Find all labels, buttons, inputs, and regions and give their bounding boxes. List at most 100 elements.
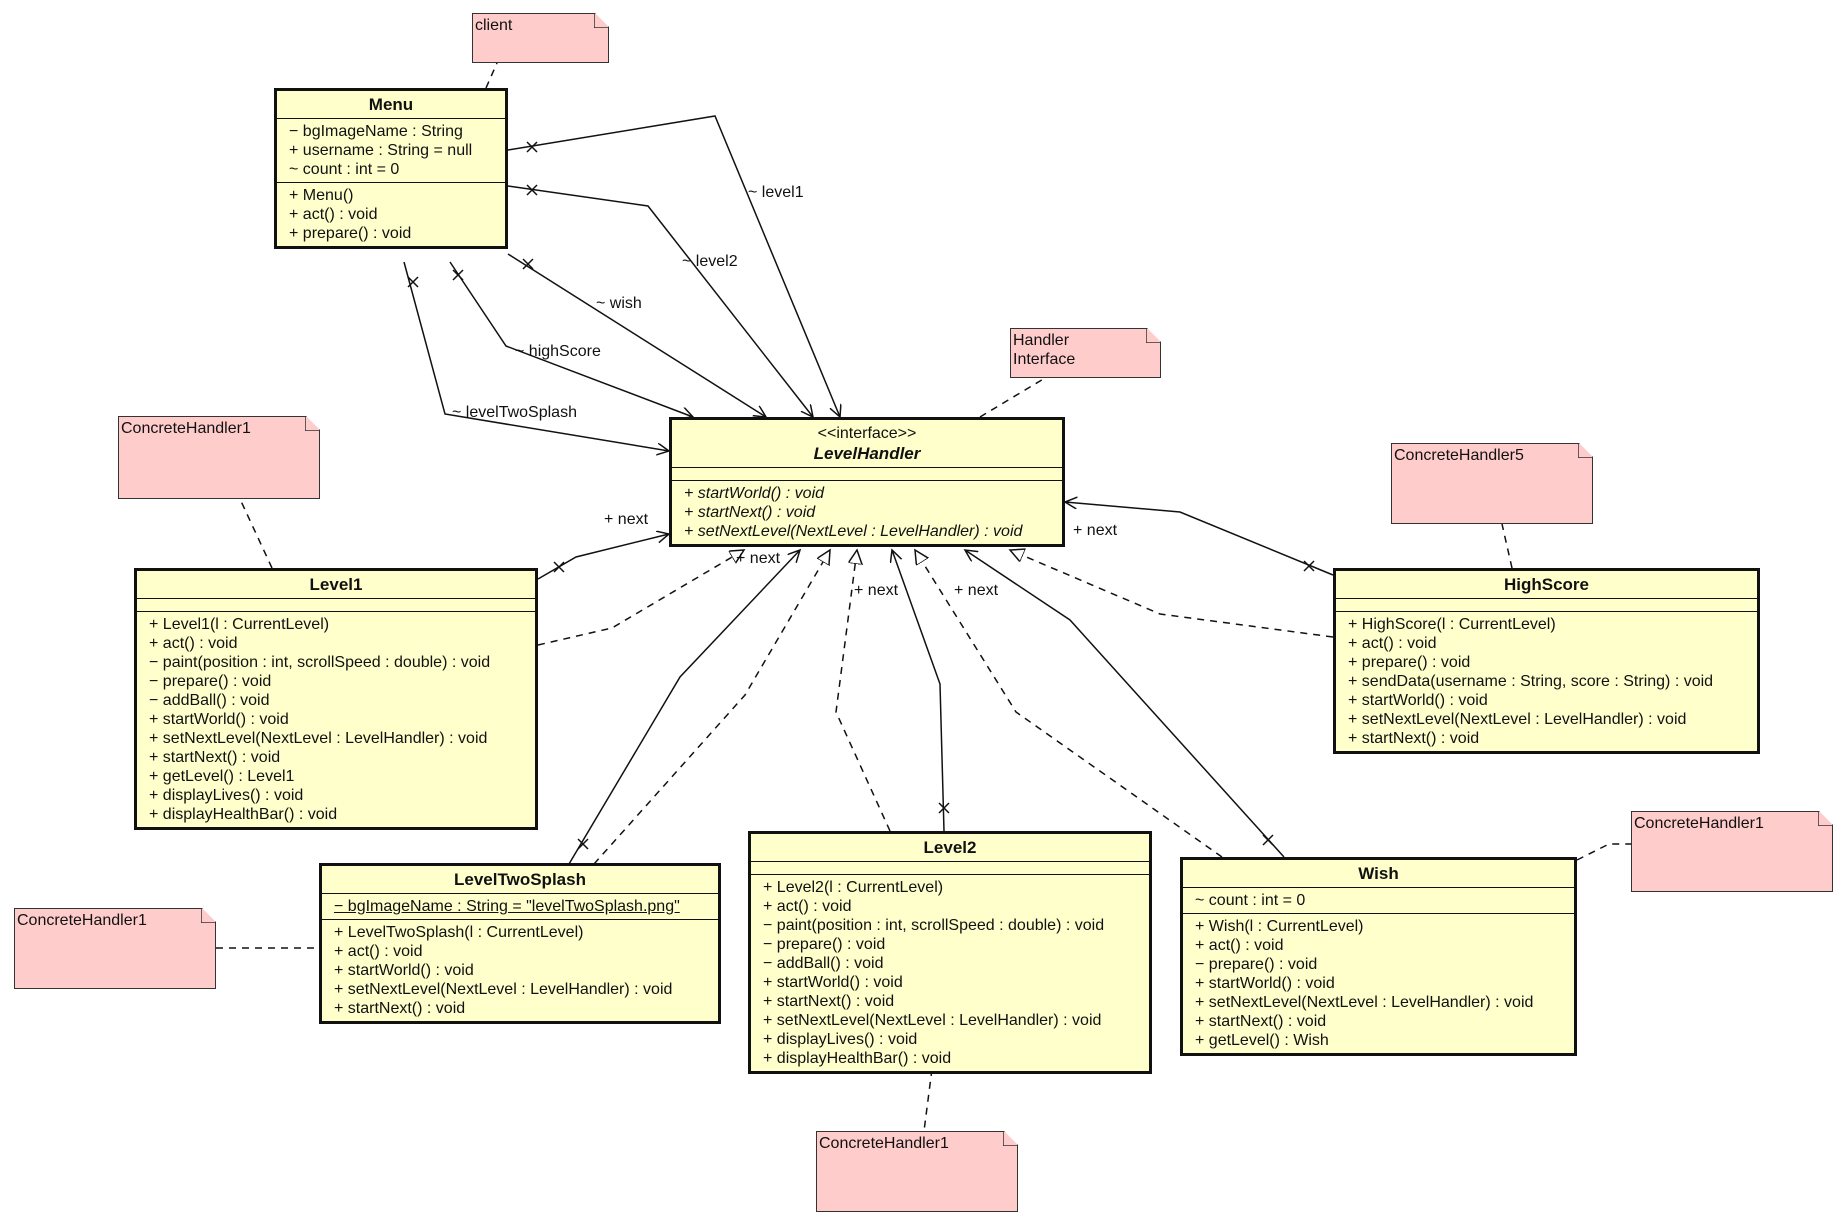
non-navigable-end-next-highscore	[1303, 560, 1315, 572]
association-next-highscore	[1065, 502, 1334, 576]
note-concrete-handler-level1[interactable]: ConcreteHandler1	[118, 416, 320, 499]
association-high-score	[449, 261, 693, 417]
note-fold-icon	[1578, 444, 1592, 458]
attributes-compartment: − bgImageName : String+ username : Strin…	[277, 118, 505, 182]
class-level2[interactable]: Level2 + Level2(l : CurrentLevel)+ act()…	[748, 831, 1152, 1074]
member-row: + startNext() : void	[763, 993, 895, 1010]
member-row: ~ count : int = 0	[1195, 892, 1306, 909]
association-next-level2	[892, 550, 945, 832]
operations-compartment: + startWorld() : void + startNext() : voi…	[672, 480, 1062, 544]
class-name: Menu	[368, 95, 414, 114]
class-menu[interactable]: Menu − bgImageName : String+ username : …	[274, 88, 508, 249]
note-fold-icon	[305, 417, 319, 431]
non-navigable-end-wish	[522, 258, 534, 270]
association-level1	[507, 115, 840, 417]
class-high-score[interactable]: HighScore + HighScore(l : CurrentLevel)+…	[1333, 568, 1760, 754]
member-row: + setNextLevel(NextLevel : LevelHandler)…	[1195, 994, 1534, 1011]
non-navigable-end-next-wish	[1262, 834, 1274, 846]
note-fold-icon	[201, 909, 215, 923]
non-navigable-end-level2	[526, 184, 538, 196]
role-label-next-splash: + next	[736, 550, 781, 567]
member-row: + startNext() : void	[1195, 1013, 1327, 1030]
association-next-splash	[568, 550, 800, 865]
member-row: + startNext() : void	[1348, 730, 1480, 747]
operations-compartment: + Level1(l : CurrentLevel) + act() : void…	[137, 611, 535, 827]
note-concrete-handler-wish[interactable]: ConcreteHandler1	[1631, 811, 1833, 892]
role-label-level2: ~ level2	[682, 253, 738, 270]
note-text: ConcreteHandler1	[17, 912, 147, 929]
member-row: + act() : void	[149, 635, 238, 652]
class-name: LevelTwoSplash	[454, 870, 586, 889]
note-concrete-handler-level2[interactable]: ConcreteHandler1	[816, 1131, 1018, 1212]
member-row: + startNext() : void	[684, 504, 816, 521]
member-row: + act() : void	[334, 943, 423, 960]
class-level-handler[interactable]: <<interface>> LevelHandler + startWorld(…	[669, 417, 1065, 547]
member-row: + act() : void	[763, 898, 852, 915]
member-row: − prepare() : void	[763, 936, 886, 953]
member-row: + HighScore(l : CurrentLevel)	[1348, 616, 1556, 633]
attributes-compartment	[672, 467, 1062, 480]
member-row: + startWorld() : void	[1348, 692, 1488, 709]
operations-compartment: + Level2(l : CurrentLevel)+ act() : void…	[751, 874, 1149, 1071]
realization-high-score	[1010, 550, 1334, 638]
note-handler-interface[interactable]: Handler Interface	[1010, 328, 1161, 378]
note-anchor-handler-interface	[979, 377, 1046, 418]
class-name: Level1	[309, 575, 363, 594]
attributes-compartment	[751, 861, 1149, 874]
realization-level2	[835, 550, 891, 832]
note-concrete-handler-highscore[interactable]: ConcreteHandler5	[1391, 443, 1593, 524]
member-row: + startNext() : void	[334, 1000, 466, 1017]
member-row: − paint(position : int, scrollSpeed : do…	[149, 654, 491, 671]
class-level1[interactable]: Level1 + Level1(l : CurrentLevel) + act()…	[134, 568, 538, 830]
class-name: LevelHandler	[813, 444, 921, 463]
class-wish[interactable]: Wish ~ count : int = 0 + Wish(l : Curren…	[1180, 857, 1577, 1056]
member-row: + prepare() : void	[289, 225, 412, 242]
role-label-next-level1: + next	[604, 511, 649, 528]
note-client[interactable]: client	[472, 13, 609, 63]
note-text: client	[475, 17, 513, 34]
class-name: Level2	[923, 838, 977, 857]
note-text: ConcreteHandler5	[1394, 447, 1524, 464]
member-row: − prepare() : void	[1195, 956, 1318, 973]
member-row: + displayHealthBar() : void	[149, 806, 338, 823]
member-row: + startWorld() : void	[763, 974, 903, 991]
attributes-compartment	[137, 598, 535, 611]
member-row: + sendData(username : String, score : St…	[1348, 673, 1714, 690]
member-row: + setNextLevel(NextLevel : LevelHandler)…	[149, 730, 488, 747]
role-label-next-level2: + next	[854, 582, 899, 599]
non-navigable-end-level-two-splash	[407, 276, 419, 288]
realization-level1	[537, 550, 744, 646]
note-concrete-handler-splash[interactable]: ConcreteHandler1	[14, 908, 216, 989]
member-row: − prepare() : void	[149, 673, 272, 690]
class-level-two-splash[interactable]: LevelTwoSplash − bgImageName : String = …	[319, 863, 721, 1024]
member-row: + setNextLevel(NextLevel : LevelHandler)…	[763, 1012, 1102, 1029]
member-row: + getLevel() : Level1	[149, 768, 295, 785]
operations-compartment: + Menu()+ act() : void+ prepare() : void	[277, 182, 505, 246]
attributes-compartment	[1336, 598, 1757, 611]
note-text: ConcreteHandler1	[121, 420, 251, 437]
non-navigable-end-level1	[526, 141, 538, 153]
stereotype-label: <<interface>>	[817, 425, 917, 442]
role-label-next-wish: + next	[954, 582, 999, 599]
role-label-wish: ~ wish	[596, 295, 642, 312]
operations-compartment: + Wish(l : CurrentLevel)+ act() : void− …	[1183, 913, 1574, 1053]
member-row: − bgImageName : String	[289, 123, 463, 140]
member-row: + startWorld() : void	[684, 485, 825, 502]
non-navigable-end-next-splash	[577, 838, 589, 850]
association-next-wish	[965, 550, 1285, 858]
attributes-compartment: − bgImageName : String = "levelTwoSplash…	[322, 893, 718, 919]
realization-wish	[915, 550, 1223, 858]
member-row: + Level1(l : CurrentLevel)	[149, 616, 330, 633]
non-navigable-end-high-score	[452, 269, 464, 281]
member-row: + prepare() : void	[1348, 654, 1471, 671]
non-navigable-end-next-level1	[553, 561, 565, 573]
note-fold-icon	[1818, 812, 1832, 826]
member-row: + startWorld() : void	[149, 711, 289, 728]
member-row: − addBall() : void	[149, 692, 270, 709]
member-row: + LevelTwoSplash(l : CurrentLevel)	[334, 924, 584, 941]
role-label-level-two-splash: ~ levelTwoSplash	[452, 404, 577, 421]
member-row: ~ count : int = 0	[289, 161, 400, 178]
association-next-level1	[537, 534, 669, 580]
member-row: + Menu()	[289, 187, 354, 204]
